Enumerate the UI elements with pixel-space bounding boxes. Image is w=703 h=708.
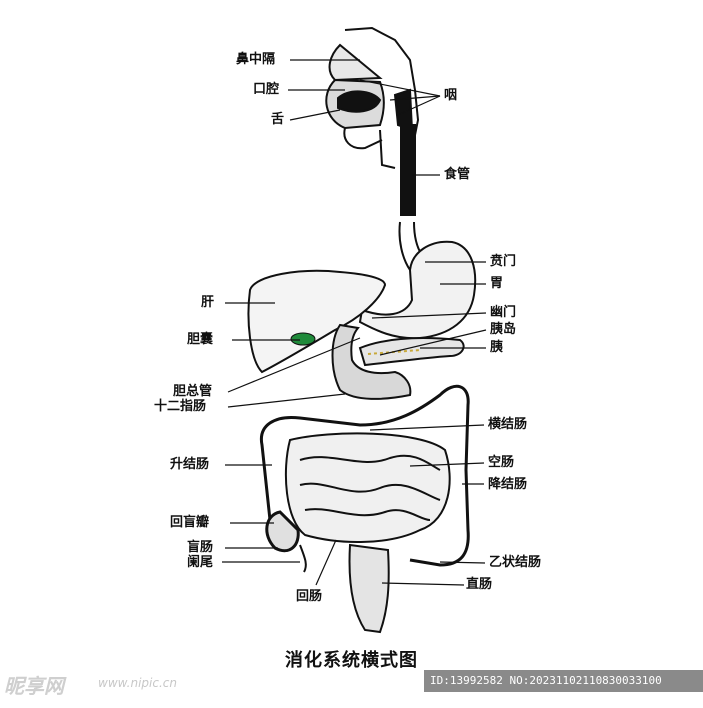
label-liver: 肝	[201, 295, 215, 310]
label-esophagus: 食管	[444, 167, 471, 182]
label-pharynx: 咽	[444, 88, 458, 103]
label-ascending-colon: 升结肠	[170, 457, 210, 472]
label-descending-colon: 降结肠	[488, 477, 528, 492]
label-oral-cavity: 口腔	[253, 82, 280, 97]
label-sigmoid-colon: 乙状结肠	[489, 555, 542, 570]
label-duodenum: 十二指肠	[154, 399, 207, 414]
label-islets: 胰岛	[490, 322, 517, 337]
label-pancreas: 胰	[490, 340, 504, 355]
watermark-url: www.nipic.cn	[98, 676, 177, 690]
large-intestine	[259, 384, 470, 573]
rectum-shape	[348, 543, 390, 634]
diagram-title: 消化系统横式图	[285, 650, 418, 671]
liver-shape	[247, 269, 387, 374]
esophagus-tube	[398, 124, 427, 271]
head-section	[325, 26, 420, 169]
duodenum-shape	[331, 323, 412, 400]
label-rectum: 直肠	[466, 577, 493, 592]
label-transverse-colon: 横结肠	[488, 417, 528, 432]
label-cardia: 贲门	[490, 254, 517, 269]
label-ileum: 回肠	[296, 589, 323, 604]
label-pylorus: 幽门	[490, 305, 517, 320]
label-jejunum: 空肠	[488, 455, 515, 470]
watermark-logo: 昵享网	[4, 674, 64, 698]
label-nasal-septum: 鼻中隔	[236, 52, 276, 67]
label-ileocecal-valve: 回盲瓣	[170, 515, 210, 530]
image-id-bar: ID:13992582 NO:20231102110830033100	[424, 670, 703, 692]
label-appendix: 阑尾	[187, 555, 214, 570]
label-gallbladder: 胆囊	[187, 332, 214, 347]
label-cecum: 盲肠	[187, 540, 214, 555]
label-common-bile-duct: 胆总管	[173, 384, 213, 399]
label-stomach: 胃	[490, 276, 504, 291]
pancreas-shape	[358, 337, 465, 367]
label-tongue: 舌	[271, 112, 285, 127]
gallbladder-shape	[290, 332, 316, 346]
small-intestine	[284, 432, 451, 543]
leader-lines	[222, 59, 487, 586]
